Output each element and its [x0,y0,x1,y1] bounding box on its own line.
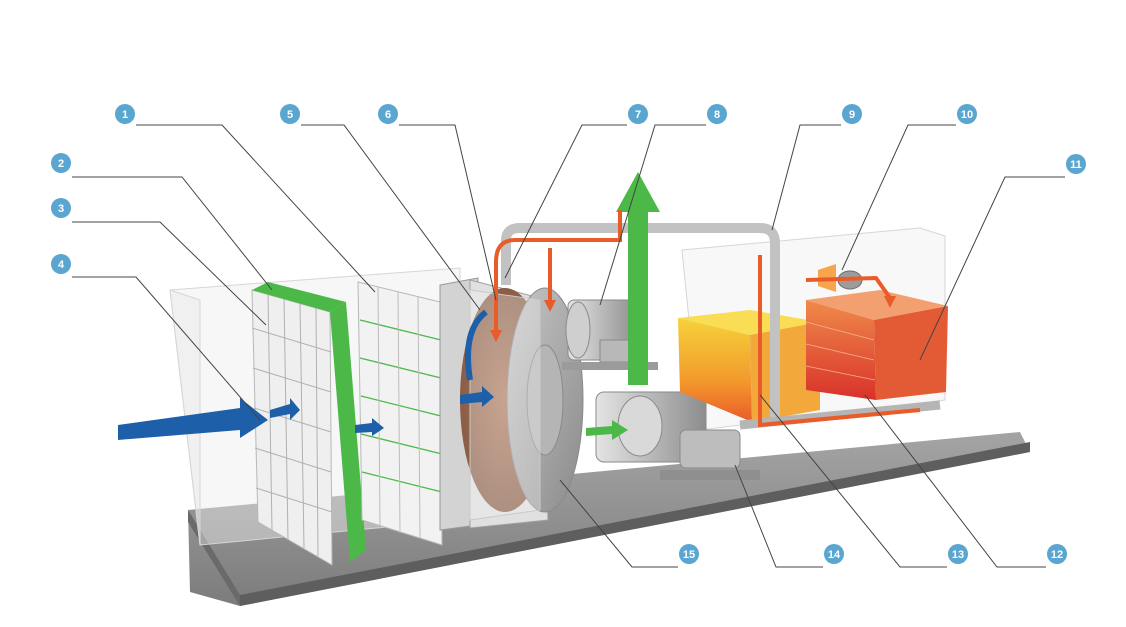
callout-number: 6 [385,109,391,121]
callout-number: 15 [683,549,695,561]
callout-badge [378,104,398,124]
callout-8: 8 [599,104,727,306]
rotor-wheel-assembly [439,277,584,531]
callout-badge [115,104,135,124]
callout-number: 8 [714,109,720,121]
callout-badge [948,544,968,564]
callout-badge [51,198,71,218]
green-filter-media [330,302,366,562]
callout-leader-line [301,124,481,311]
callout-leader-line [771,124,841,231]
base-platform [188,432,1030,606]
callout-6: 6 [378,104,497,301]
callout-14: 14 [734,464,844,568]
callout-badge [280,104,300,124]
callout-badge [51,254,71,274]
callout-number: 4 [58,259,65,271]
callout-leader-line [759,394,947,568]
callout-badge [1066,154,1086,174]
callout-number: 5 [287,109,293,121]
callout-leader-line [599,124,706,306]
callout-7: 7 [504,104,648,279]
callout-11: 11 [919,154,1086,361]
callout-badge [842,104,862,124]
pre-filter-bank [251,282,366,566]
callout-15: 15 [559,479,699,568]
callout-5: 5 [280,104,481,311]
callout-3: 3 [51,198,267,326]
callout-leader-line [72,276,261,421]
combustion-chamber [805,290,948,400]
callout-badge [957,104,977,124]
callout-number: 3 [58,203,64,215]
callout-9: 9 [771,104,862,231]
callout-leader-line [559,479,678,568]
callout-badge [1047,544,1067,564]
callout-leader-line [504,124,627,279]
callout-number: 7 [635,109,641,121]
callout-10: 10 [841,104,977,271]
heat-exchanger-chamber [678,310,820,422]
callout-number: 2 [58,158,64,170]
callout-number: 10 [961,109,973,121]
intake-air-flow [118,309,494,440]
callout-1: 1 [115,104,376,293]
callout-leader-line [864,394,1046,568]
callout-12: 12 [864,394,1067,568]
callout-leader-line [919,176,1065,361]
callout-leader-line [841,124,956,271]
callout-number: 11 [1070,159,1082,171]
callout-number: 1 [122,109,128,121]
callout-badge [707,104,727,124]
callout-leader-line [72,221,267,326]
secondary-filter-bank [357,281,443,546]
callout-13: 13 [759,394,968,568]
callout-number: 9 [849,109,855,121]
callout-4: 4 [51,254,261,421]
callout-badge [824,544,844,564]
callout-number: 14 [828,549,841,561]
callout-badge [679,544,699,564]
callout-leader-line [734,464,823,568]
callout-number: 13 [952,549,964,561]
callout-2: 2 [51,153,273,291]
main-exhaust-fan [595,391,760,480]
hot-air-flow [494,210,921,428]
callout-number: 12 [1051,549,1063,561]
callout-leader-line [399,124,497,301]
flow-arrowheads [490,296,896,342]
callout-badge [51,153,71,173]
callout-leader-line [136,124,376,293]
clean-air-exhaust-flow [586,172,660,440]
callout-badge [628,104,648,124]
callout-leader-line [72,176,273,291]
